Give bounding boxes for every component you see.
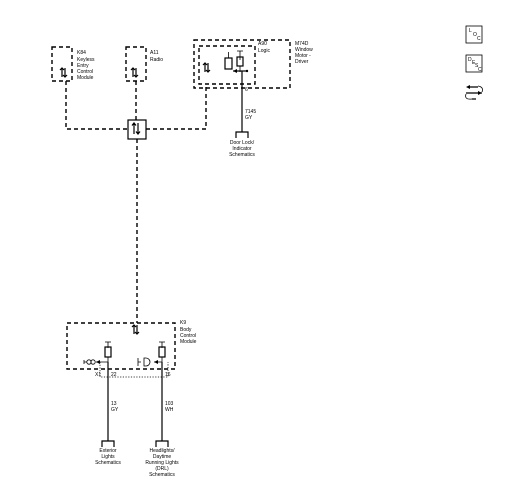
loc-letter-2: O (473, 32, 477, 38)
a11-name-1: Radio (150, 57, 163, 63)
desc-button[interactable]: D E S C (465, 54, 483, 73)
a90-internal-circuit (224, 50, 249, 73)
desc-letter-4: C (478, 67, 482, 73)
k9-right-output: 16 103 WH (137, 341, 174, 447)
k9-left-color: GY (111, 407, 119, 413)
m74d-pin: 6 (245, 87, 248, 93)
headlights-ref-2[interactable]: Daytime (153, 454, 172, 460)
loc-letter-3: C (477, 36, 481, 42)
serial-data-bus (51, 39, 291, 323)
k9-ref: K9 (180, 320, 186, 326)
m74d-output-wire: 6 7145 GY (235, 71, 256, 138)
exterior-ref-2[interactable]: Lights (101, 454, 115, 460)
m74d-label: A90 Logic M74D Window Motor - Driver (258, 41, 313, 65)
door-lock-reference[interactable]: Door Lock/ Indicator Schematics (229, 140, 255, 158)
bidirectional-data-icon (59, 62, 211, 335)
k9-left-circuit: 13 (111, 401, 117, 407)
m74d-name-3: Driver (295, 59, 309, 65)
bus-splice-box (127, 119, 147, 140)
m74d-color: GY (245, 115, 253, 121)
door-lock-ref-3[interactable]: Schematics (229, 152, 255, 158)
k9-right-color: WH (165, 407, 174, 413)
output-driver-icon (137, 357, 151, 367)
k84-name-1: Keyless (77, 57, 95, 63)
headlights-reference[interactable]: Headlights/ Daytime Running Lights (DRL)… (145, 448, 179, 478)
a11-ref: A11 (150, 50, 159, 56)
a90-module-box (198, 45, 256, 85)
exterior-lights-reference[interactable]: Exterior Lights Schematics (95, 448, 121, 466)
k9-name-2: Control (180, 333, 196, 339)
m74d-name-2: Motor - (295, 53, 311, 59)
k9-module: K9 Body Control Module (66, 320, 197, 370)
k84-label: K84 Keyless Entry Control Module (77, 50, 95, 81)
k9-left-output: X1 22 13 GY (83, 341, 169, 447)
k84-name-2: Entry (77, 63, 89, 69)
loc-button[interactable]: L O C (465, 25, 483, 44)
k9-right-circuit: 103 (165, 401, 174, 407)
m74d-circuit: 7145 (245, 109, 256, 115)
k84-module-box (51, 46, 73, 82)
exterior-ref-3[interactable]: Schematics (95, 460, 121, 466)
back-arrow-icon[interactable] (465, 85, 483, 100)
headlights-ref-1[interactable]: Headlights/ (149, 448, 175, 454)
door-lock-ref-1[interactable]: Door Lock/ (230, 140, 255, 146)
desc-letter-1: D (468, 57, 472, 63)
a90-ref: A90 (258, 41, 267, 47)
lamp-icon (83, 359, 96, 365)
m74d-name-1: Window (295, 47, 313, 53)
k84-name-3: Control (77, 69, 93, 75)
desc-letter-3: S (475, 63, 479, 69)
desc-letter-2: E (472, 60, 476, 66)
exterior-ref-1[interactable]: Exterior (99, 448, 117, 454)
k9-right-pin: 16 (165, 372, 171, 378)
headlights-ref-4[interactable]: (DRL) (155, 466, 169, 472)
loc-letter-1: L (469, 28, 472, 34)
a11-label: A11 Radio (150, 50, 163, 63)
a90-name-1: Logic (258, 48, 270, 54)
k9-left-connector: X1 (95, 372, 101, 378)
k9-name-3: Module (180, 339, 197, 345)
headlights-ref-3[interactable]: Running Lights (145, 460, 179, 466)
k84-ref: K84 (77, 50, 86, 56)
k9-name-1: Body (180, 327, 192, 333)
door-lock-ref-2[interactable]: Indicator (232, 146, 252, 152)
m74d-ref: M74D (295, 41, 309, 47)
k9-left-pin: 22 (111, 372, 117, 378)
k84-name-4: Module (77, 75, 94, 81)
headlights-ref-5[interactable]: Schematics (149, 472, 175, 478)
